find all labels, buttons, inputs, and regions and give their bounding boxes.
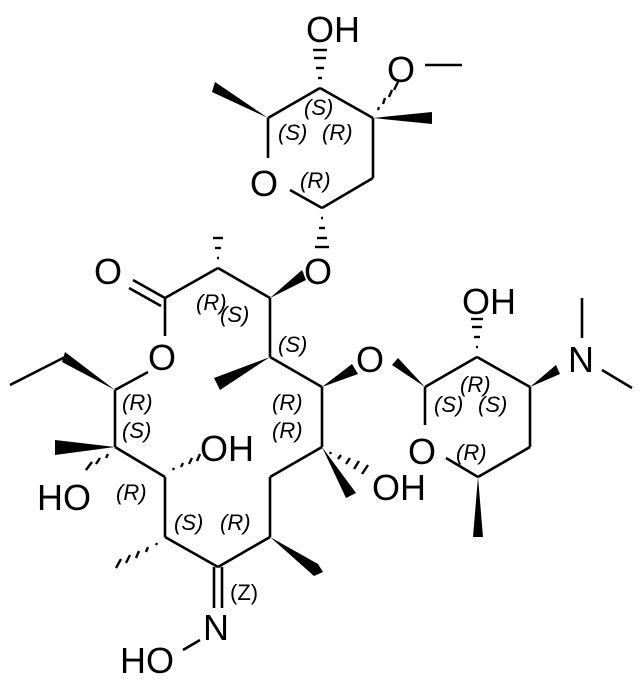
stereo-c6: (R) <box>272 418 303 443</box>
oxime-n-label: N <box>203 607 229 648</box>
desosamine-ring-o-label: O <box>408 431 436 472</box>
stereo-c12: (S) <box>122 418 151 443</box>
stereo-c8: (R) <box>220 510 251 535</box>
stereo-c10: (S) <box>174 510 203 535</box>
stereo-cladinose-c3: (R) <box>322 120 353 145</box>
stereo-desosamine-c2: (R) <box>460 372 491 397</box>
c6-oh-label: OH <box>372 467 426 508</box>
cladinose-oh-label: OH <box>306 9 360 50</box>
stereo-c2: (R) <box>196 290 227 315</box>
desosamine-n-label: N <box>568 339 594 380</box>
double-bond-config: (Z) <box>230 580 258 605</box>
stereo-desosamine-c1: (S) <box>434 392 463 417</box>
glycosidic-o-top-label: O <box>304 251 332 292</box>
stereo-labels: (S) (S) (R) (R) (R) (S) (S) (R) (S) (R) … <box>116 95 507 605</box>
cladinose-ome-o-label: O <box>387 49 415 90</box>
cladinose-ring-o-label: O <box>250 163 278 204</box>
macrolide-ring <box>9 236 369 652</box>
lactone-ring-o-label: O <box>148 337 176 378</box>
stereo-c3: (S) <box>220 302 249 327</box>
stereo-c13: (R) <box>122 390 153 415</box>
stereo-c11: (R) <box>116 480 147 505</box>
stereo-c5: (R) <box>272 390 303 415</box>
stereo-cladinose-c4: (S) <box>304 95 333 120</box>
c12-ho-label: HO <box>37 477 91 518</box>
lactone-carbonyl-o-label: O <box>94 251 122 292</box>
oxime-ho-label: HO <box>120 640 174 681</box>
stereo-c4: (S) <box>278 332 307 357</box>
c11-oh-label: OH <box>200 428 254 469</box>
desosamine-oh-label: OH <box>462 281 516 322</box>
glycosidic-o-right-label: O <box>356 339 384 380</box>
cladinose-ring <box>212 48 462 249</box>
stereo-desosamine-c3: (S) <box>478 392 507 417</box>
desosamine-ring <box>392 298 633 537</box>
atom-labels: OH O O O O O OH HO OH O OH N O N HO <box>37 9 594 681</box>
stereo-cladinose-c5: (S) <box>278 120 307 145</box>
stereo-desosamine-c5: (R) <box>456 440 487 465</box>
stereo-cladinose-c1: (R) <box>300 168 331 193</box>
